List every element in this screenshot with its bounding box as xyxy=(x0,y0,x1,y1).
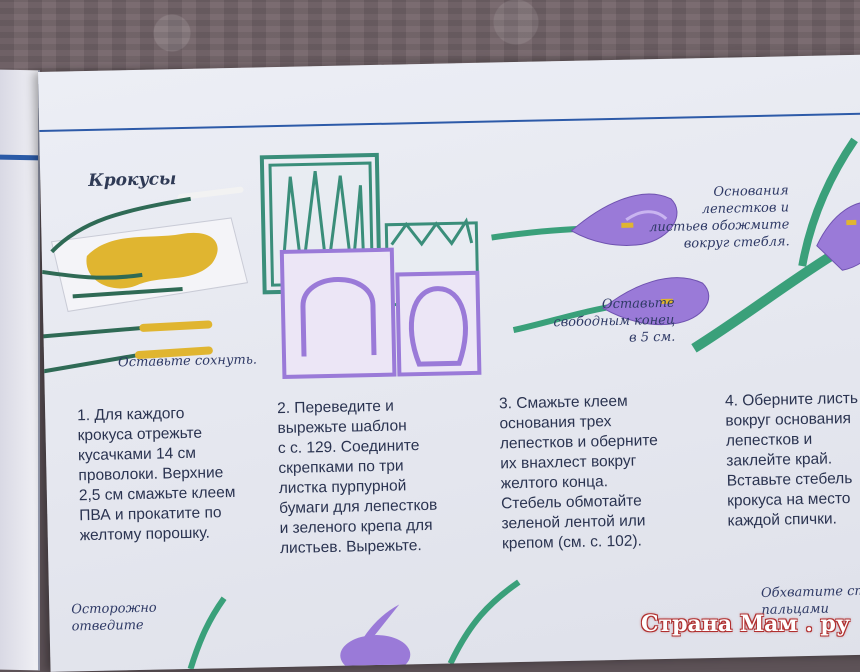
watermark-logo: Страна Мам . ру xyxy=(641,611,850,637)
caption-base: Основания лепестков и листьев обожмите в… xyxy=(648,183,790,252)
crocus-head-illustration-top xyxy=(491,193,678,246)
step-1-text: 1. Для каждого крокуса отрежьте кусачкам… xyxy=(77,405,236,545)
bottom-crocus-illustrations xyxy=(187,579,521,672)
page-title: Крокусы xyxy=(88,169,177,191)
book-page: Крокусы Оставьте сохнуть. Основания лепе… xyxy=(38,54,860,672)
left-page-rule xyxy=(0,154,40,161)
caption-dry: Оставьте сохнуть. xyxy=(117,352,258,371)
caption-free-end: Оставьте свободным конец в 5 см. xyxy=(553,295,676,346)
finished-crocus-illustration xyxy=(691,137,860,353)
template-sheets-illustration xyxy=(259,152,482,379)
powder-tray-illustration xyxy=(41,186,249,312)
illustrations xyxy=(38,137,860,672)
caption-warning-left: Осторожно отведите xyxy=(71,600,157,635)
left-page-edge xyxy=(0,69,40,671)
wire-drying-illustration xyxy=(38,320,213,375)
tablecloth-background xyxy=(0,0,860,110)
step-2-text: 2. Переведите и вырежьте шаблон с с. 129… xyxy=(276,397,438,558)
step-3-text: 3. Смажьте клеем основания трех лепестко… xyxy=(498,392,658,553)
crocus-head-illustration-bottom xyxy=(512,277,710,334)
step-4-text: 4. Оберните листь вокруг основания лепес… xyxy=(724,389,859,530)
